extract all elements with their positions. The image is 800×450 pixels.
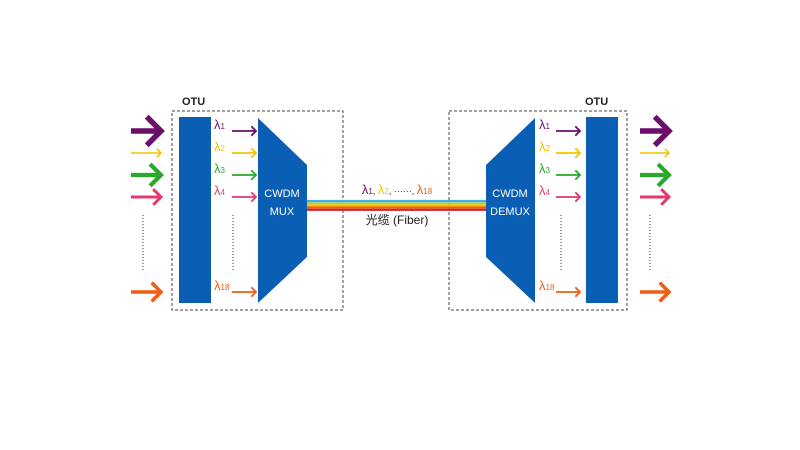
demux-label-line1: CWDM: [492, 188, 527, 200]
mux-lambda-label-channel-3: λ3: [214, 161, 226, 176]
fiber-label: 光缆 (Fiber): [366, 213, 429, 227]
input-signals: [131, 114, 165, 303]
mux-in-arrow-channel-18: [232, 286, 258, 298]
cwdm-mux-block: [258, 118, 307, 303]
output-arrow-channel-3: [640, 162, 672, 188]
mux-label-line1: CWDM: [264, 188, 299, 200]
mux-label-line2: MUX: [270, 206, 295, 218]
input-arrow-channel-1: [131, 114, 165, 148]
demux-out-arrow-channel-18: [556, 286, 582, 298]
demux-out-arrow-channel-2: [556, 147, 582, 159]
output-arrow-channel-1: [640, 114, 673, 148]
demux-lambda-label-channel-18: λ18: [539, 278, 555, 293]
otu-left-block: [179, 117, 211, 303]
otu-left-label: OTU: [182, 96, 205, 108]
demux-out-arrow-channel-3: [556, 169, 582, 181]
input-arrow-channel-18: [131, 281, 164, 303]
demux-out-arrow-channel-4: [556, 191, 582, 203]
mux-in-arrow-channel-4: [232, 191, 258, 203]
demux-lambda-label-channel-3: λ3: [539, 161, 551, 176]
input-arrow-channel-2: [131, 148, 163, 158]
mux-in-arrow-channel-1: [232, 125, 258, 137]
mux-lambda-label-channel-2: λ2: [214, 139, 226, 154]
demux-lambda-label-channel-2: λ2: [539, 139, 551, 154]
demux-output-channels: λ1 λ2 λ3 λ4 λ18: [539, 117, 582, 298]
demux-label-line2: DEMUX: [490, 206, 530, 218]
mux-input-channels: λ1 λ2 λ3 λ4 λ18: [214, 117, 258, 298]
output-arrow-channel-18: [640, 281, 672, 303]
mux-in-arrow-channel-3: [232, 169, 258, 181]
output-arrow-channel-2: [640, 148, 671, 158]
demux-out-arrow-channel-1: [556, 125, 582, 137]
demux-lambda-label-channel-1: λ1: [539, 117, 551, 132]
otu-right-label: OTU: [585, 96, 608, 108]
demux-lambda-label-channel-4: λ4: [539, 183, 551, 198]
mux-in-arrow-channel-2: [232, 147, 258, 159]
cwdm-demux-block: [486, 118, 535, 303]
input-arrow-channel-3: [131, 162, 164, 188]
fiber-wavelength-label: λ1, λ2, ······, λ18: [362, 182, 433, 197]
output-arrow-channel-4: [640, 188, 672, 206]
right-system-box: [448, 110, 628, 311]
output-signals: [640, 114, 673, 303]
mux-lambda-label-channel-1: λ1: [214, 117, 226, 132]
mux-lambda-label-channel-4: λ4: [214, 183, 226, 198]
mux-lambda-label-channel-18: λ18: [214, 278, 230, 293]
fiber-cable: [307, 199, 486, 211]
otu-right-block: [586, 117, 618, 303]
input-arrow-channel-4: [131, 188, 164, 206]
